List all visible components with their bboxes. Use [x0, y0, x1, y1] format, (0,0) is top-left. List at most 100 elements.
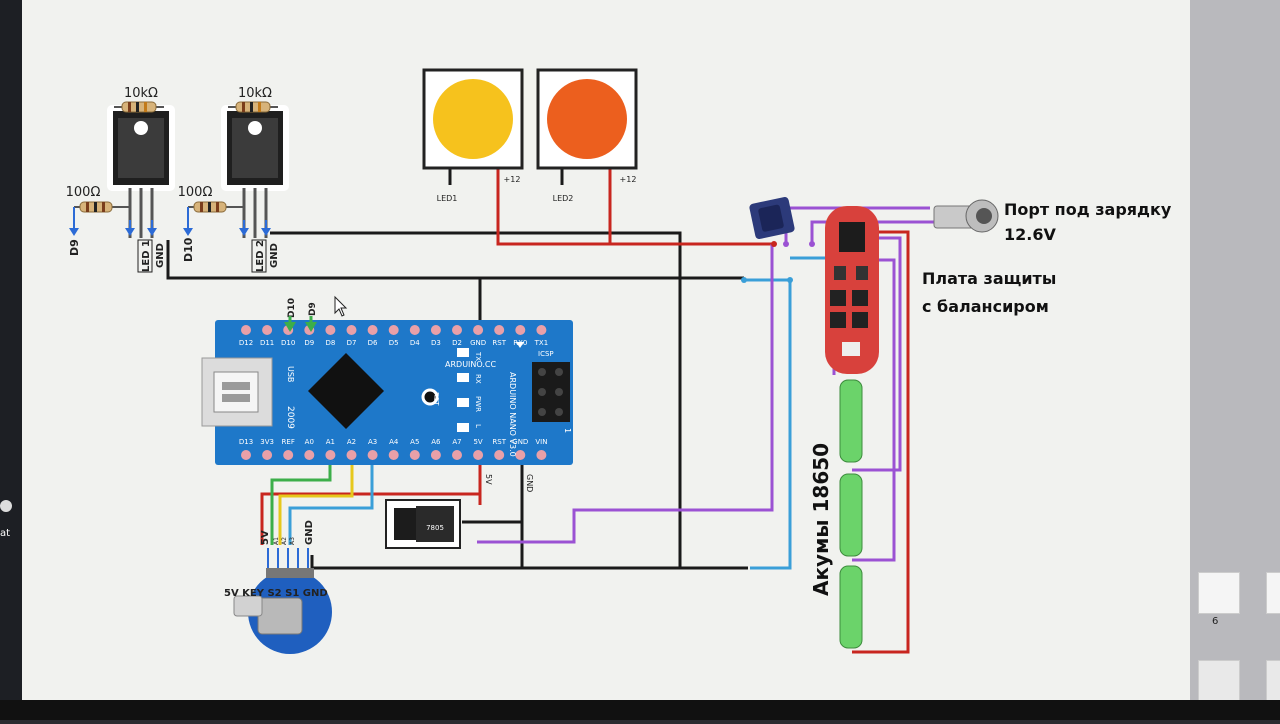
arduino-bottom-pin-label-5v: 5V	[473, 438, 482, 446]
left-panel: at	[0, 0, 22, 720]
resistor-100-2	[183, 201, 271, 236]
led-2-plus: +12	[620, 175, 637, 184]
led-2	[536, 68, 638, 170]
gnd2-label: GND	[269, 243, 280, 268]
protection-label-line2: с балансиром	[922, 297, 1049, 316]
arduino-top-pin-label-d3: D3	[431, 339, 441, 347]
arduino-rst-button-label: RST	[432, 392, 440, 406]
protection-board	[825, 206, 879, 374]
diagram-canvas: 10kΩ 100Ω D9 LED 1 GND 10kΩ	[22, 0, 1190, 720]
protection-label-line1: Плата защиты	[922, 269, 1056, 288]
file-icon-partial[interactable]	[1266, 572, 1280, 614]
arduino-usb-text: USB	[286, 366, 295, 382]
arduino-top-pin-label-d7: D7	[347, 339, 357, 347]
arduino-top-pin-d11	[262, 325, 273, 335]
arduino-bottom-pin-label-vin: VIN	[535, 438, 547, 446]
arduino-top-pin-label-d2: D2	[452, 339, 462, 347]
arduino-bottom-pin-a5	[409, 450, 420, 460]
file-icon-6[interactable]	[1198, 572, 1240, 614]
arduino-top-pin-label-d5: D5	[389, 339, 399, 347]
encoder-a1-label: A1	[273, 537, 280, 545]
arduino-top-pin-label-d6: D6	[368, 339, 378, 347]
arduino-top-pin-label-d4: D4	[410, 339, 420, 347]
arduino-top-pin-d6	[367, 325, 378, 335]
arduino-top-pin-tx1	[536, 325, 547, 335]
arduino-top-pin-d8	[325, 325, 336, 335]
desktop-area: 6 P6 P7	[1190, 0, 1280, 720]
led2-gate-label: LED 2	[255, 240, 266, 272]
file-icon-6-label: 6	[1212, 616, 1219, 627]
battery-label: Акумы 18650	[809, 443, 833, 596]
led-1	[422, 68, 524, 170]
arduino-model-text: ARDUINO NANO V3.0	[508, 372, 517, 457]
led-2-label: LED2	[553, 194, 574, 203]
arduino-top-pin-label-rx0: RX0	[513, 339, 527, 347]
wires	[166, 168, 940, 654]
file-icon-p6[interactable]	[1198, 660, 1240, 702]
transistor-2	[221, 105, 289, 238]
arduino-tx-label: TX	[474, 351, 482, 361]
pin-d10-label: D10	[182, 237, 195, 262]
encoder-pins	[267, 548, 309, 568]
resistor-100-1-label: 100Ω	[66, 185, 101, 200]
rotary-encoder	[233, 568, 332, 654]
arduino-icsp-text: ICSP	[538, 350, 554, 358]
arduino-top-pin-d7	[346, 325, 357, 335]
arduino-bottom-pin-label-gnd: GND	[512, 438, 528, 446]
encoder-gnd-label: GND	[304, 520, 315, 545]
file-icon-p7[interactable]	[1266, 660, 1280, 702]
resistor-10k-1-label: 10kΩ	[124, 86, 158, 101]
encoder-a2-label: A2	[281, 537, 288, 545]
arduino-rx-label: RX	[474, 374, 482, 384]
arduino-top-pin-label-d12: D12	[239, 339, 253, 347]
battery-pack	[839, 379, 863, 649]
arduino-top-pin-label-rst: RST	[492, 339, 506, 347]
encoder-5v-label: 5V	[260, 530, 271, 545]
arduino-icsp-one: 1	[563, 428, 572, 433]
arduino-bottom-pin-a1	[325, 450, 336, 460]
arduino-top-pin-d12	[241, 325, 251, 335]
arduino-top-pin-label-d8: D8	[325, 339, 335, 347]
arduino-bottom-pin-label-a1: A1	[326, 438, 335, 446]
arduino-bottom-pin-a6	[430, 450, 441, 460]
arduino-top-pin-d5	[388, 325, 399, 335]
arduino-bottom-pin-5v	[473, 450, 484, 460]
pin-markers	[284, 316, 317, 332]
monitor-bezel	[0, 700, 1280, 720]
charge-port	[933, 199, 999, 233]
arduino-top-pin-label-d10: D10	[281, 339, 295, 347]
led-1-label: LED1	[437, 194, 458, 203]
arduino-bottom-pin-label-d13: D13	[239, 438, 253, 446]
resistor-10k-1	[114, 101, 164, 113]
arduino-bottom-pin-label-a5: A5	[410, 438, 419, 446]
arduino-bottom-pin-label-a6: A6	[431, 438, 441, 446]
arduino-top-pin-rst	[494, 325, 505, 335]
arduino-bottom-pin-label-a0: A0	[305, 438, 314, 446]
arduino-bottom-pin-label-ref: REF	[282, 438, 295, 446]
chat-bubble-icon[interactable]	[0, 500, 12, 512]
led-1-lamp	[433, 79, 513, 159]
arduino-bottom-pin-a2	[346, 450, 357, 460]
arduino-bottom-pin-rst	[494, 450, 505, 460]
arduino-top-pin-label-d11: D11	[260, 339, 274, 347]
arduino-top-pin-label-gnd: GND	[470, 339, 486, 347]
arduino-bottom-pin-a4	[388, 450, 399, 460]
arduino-l-label: L	[474, 424, 482, 428]
arduino-top-pin-label-d9: D9	[304, 339, 314, 347]
regulator-gnd-label: GND	[525, 474, 534, 492]
left-panel-label: at	[0, 528, 11, 539]
port-label-line1: Порт под зарядку	[1004, 200, 1172, 219]
arduino-top-pin-label-tx1: TX1	[534, 339, 549, 347]
arduino-bottom-pin-ref	[283, 450, 294, 460]
arduino-pwr-label: PWR	[474, 396, 482, 412]
resistor-10k-2-label: 10kΩ	[238, 86, 272, 101]
led-1-plus: +12	[504, 175, 521, 184]
arduino-top-pin-gnd	[473, 325, 484, 335]
encoder-pin-labels: 5V KEY S2 S1 GND	[224, 588, 328, 599]
pin-d9-label: D9	[68, 239, 81, 256]
arduino-top-pin-d2	[452, 325, 462, 335]
arduino-bottom-pin-a3	[367, 450, 378, 460]
arduino-year-text: 2009	[285, 406, 295, 429]
arduino-bottom-pin-label-rst: RST	[492, 438, 506, 446]
